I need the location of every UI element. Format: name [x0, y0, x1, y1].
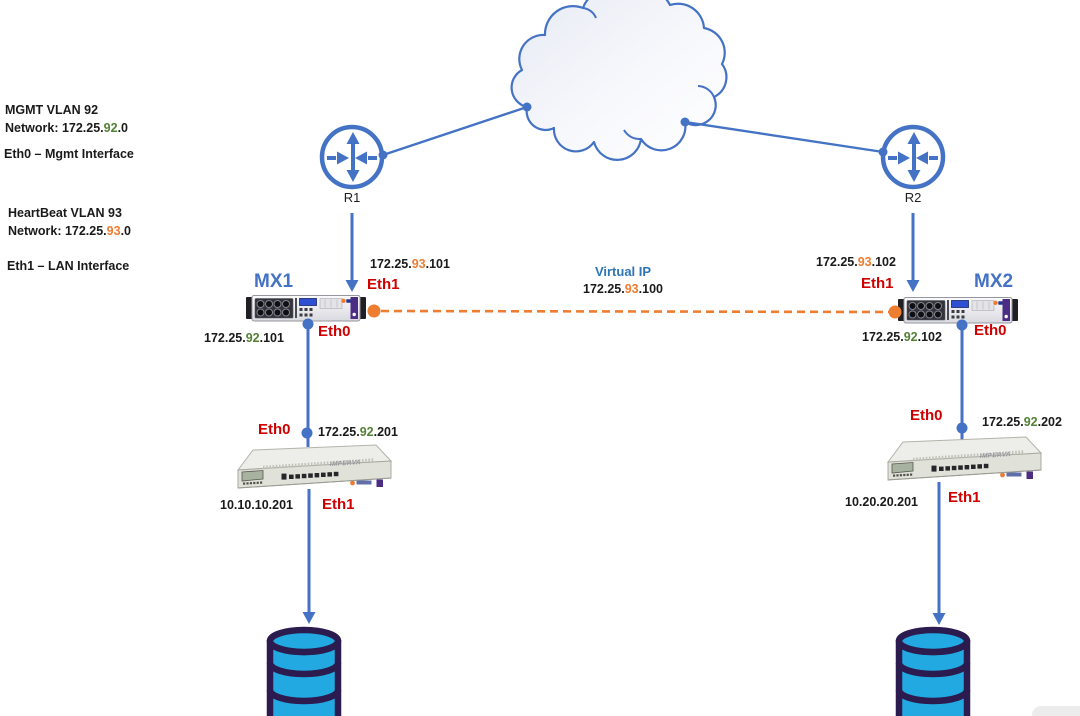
host-octet: .102	[871, 255, 896, 269]
virtual-ip-address: 172.25.93.100	[543, 282, 703, 296]
vlan-octet: 93	[624, 282, 639, 296]
ip-prefix: 172.25.	[370, 257, 412, 271]
host-octet: .100	[638, 282, 663, 296]
router-r1-icon	[322, 127, 382, 187]
mx1-eth0-port-dot	[302, 318, 314, 330]
gw1-eth0-ip: 172.25.92.201	[318, 425, 398, 439]
database2-icon	[899, 630, 967, 716]
link-r2-mx2	[906, 213, 920, 292]
gw1-eth1-ip: 10.10.10.201	[220, 498, 293, 512]
host-octet: .101	[425, 257, 450, 271]
net-prefix: Network: 172.25.	[8, 223, 107, 238]
legend-heartbeat-interface: Eth1 – LAN Interface	[7, 259, 130, 273]
link-gw2-database	[932, 482, 946, 625]
mx2-eth1-heartbeat-dot	[888, 305, 902, 319]
net-suffix: .0	[120, 223, 132, 238]
mx2-eth1-ip: 172.25.93.102	[816, 255, 896, 269]
ip-prefix: 172.25.	[982, 415, 1024, 429]
mx1-eth0-label: Eth0	[318, 323, 351, 340]
legend-mgmt-title: MGMT VLAN 92	[5, 103, 99, 117]
legend-mgmt-vlan: MGMT VLAN 92 Network: 172.25.92.0	[5, 102, 128, 137]
net-suffix: .0	[117, 120, 129, 135]
legend-heartbeat-network: Network: 172.25.93.0	[8, 223, 131, 241]
mx2-name: MX2	[974, 271, 1014, 292]
gw2-eth0-label: Eth0	[910, 407, 943, 424]
link-gw1-database	[302, 489, 316, 624]
gw2-eth1-label: Eth1	[948, 489, 981, 506]
gateway1-appliance-icon	[236, 443, 393, 490]
mx1-eth1-heartbeat-dot	[367, 304, 381, 318]
legend-mgmt-interface: Eth0 – Mgmt Interface	[4, 147, 134, 161]
net-prefix: Network: 172.25.	[5, 120, 104, 135]
gw1-eth1-label: Eth1	[322, 496, 355, 513]
vlan-octet: 93	[411, 257, 426, 271]
ip-prefix: 172.25.	[204, 331, 246, 345]
virtual-ip-title: Virtual IP	[594, 264, 652, 279]
gw2-eth1-ip: 10.20.20.201	[845, 495, 918, 509]
r2-label: R2	[904, 190, 922, 205]
gw2-eth0-ip: 172.25.92.202	[982, 415, 1062, 429]
ip-prefix: 172.25.	[862, 330, 904, 344]
legend-heartbeat-vlan: HeartBeat VLAN 93 Network: 172.25.93.0	[8, 205, 131, 240]
gw2-eth0-port-dot	[956, 422, 968, 434]
mx2-eth0-ip: 172.25.92.102	[862, 330, 942, 344]
vlan-octet: 92	[903, 330, 918, 344]
legend-heartbeat-title: HeartBeat VLAN 93	[8, 206, 122, 220]
link-junction-dots	[301, 102, 968, 439]
r1-label: R1	[343, 190, 361, 205]
mx2-eth1-label: Eth1	[861, 275, 894, 292]
legend-mgmt-network: Network: 172.25.92.0	[5, 120, 128, 138]
host-octet: .202	[1037, 415, 1062, 429]
mx1-appliance-icon	[245, 295, 367, 322]
internet-cloud-icon	[510, 0, 728, 161]
router-r2-icon	[883, 127, 943, 187]
vlan-octet: 93	[857, 255, 872, 269]
vlan-octet: 92	[1023, 415, 1038, 429]
host-octet: .102	[917, 330, 942, 344]
link-r1-mx1	[345, 213, 359, 292]
database1-icon	[270, 630, 338, 716]
mx1-name: MX1	[254, 271, 294, 292]
ip-prefix: 172.25.	[318, 425, 360, 439]
vlan-octet: 92	[359, 425, 374, 439]
mx1-eth0-ip: 172.25.92.101	[204, 331, 284, 345]
vlan-octet: 92	[245, 331, 260, 345]
gw1-eth0-port-dot	[301, 427, 313, 439]
vlan-octet: 92	[103, 120, 118, 135]
ip-prefix: 172.25.	[816, 255, 858, 269]
link-r1-cloud	[382, 105, 528, 157]
ip-prefix: 172.25.	[583, 282, 625, 296]
vlan-octet: 93	[106, 223, 121, 238]
host-octet: .201	[373, 425, 398, 439]
mx2-appliance-icon	[897, 297, 1019, 324]
cropped-corner-shape	[1032, 706, 1080, 716]
mx1-eth1-label: Eth1	[367, 276, 400, 293]
heartbeat-link-dashed	[380, 309, 890, 314]
link-cloud-r2	[684, 120, 884, 154]
gateway2-appliance-icon	[886, 435, 1043, 482]
gw1-eth0-label: Eth0	[258, 421, 291, 438]
host-octet: .101	[259, 331, 284, 345]
mx2-eth0-label: Eth0	[974, 322, 1007, 339]
mx2-eth0-port-dot	[956, 319, 968, 331]
mx1-eth1-ip: 172.25.93.101	[370, 257, 450, 271]
